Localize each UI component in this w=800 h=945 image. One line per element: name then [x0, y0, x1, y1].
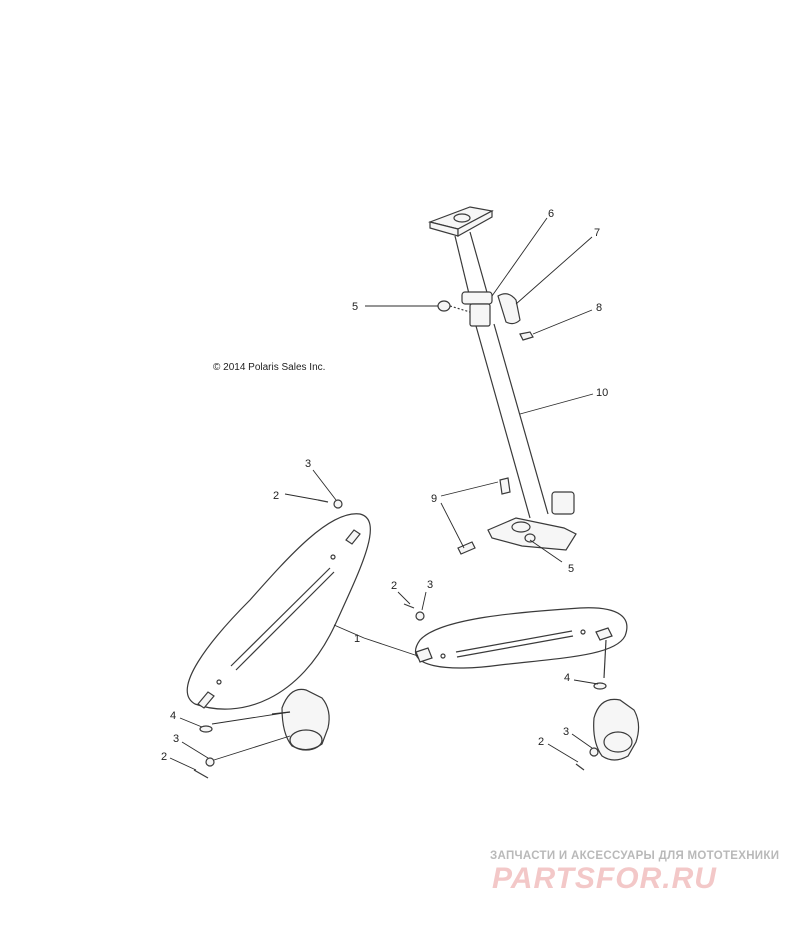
callout-9: 9 [431, 493, 437, 505]
callout-5-bottom: 5 [568, 563, 574, 575]
callout-1: 1 [354, 633, 360, 645]
nut-icon [205, 757, 215, 767]
pin-icon [519, 331, 534, 341]
leader-lines [169, 217, 599, 771]
cotter-pin-icon [193, 769, 209, 779]
right-steering-knuckle [593, 698, 640, 761]
steering-column [427, 206, 577, 551]
left-tie-rod-assembly [186, 499, 371, 710]
washer-icon [593, 682, 607, 690]
clamp-bracket [497, 293, 521, 325]
callout-4-left: 4 [170, 710, 176, 722]
callout-3-right: 3 [563, 726, 569, 738]
callout-2-left: 2 [161, 751, 167, 763]
flange-nut-icon [437, 300, 451, 312]
nut-icon [415, 611, 425, 621]
callout-3-top-left: 3 [305, 458, 311, 470]
callout-2-right: 2 [538, 736, 544, 748]
washer-icon [199, 725, 213, 733]
left-group-outline [186, 513, 371, 710]
watermark-tagline: ЗАПЧАСТИ И АКСЕССУАРЫ ДЛЯ МОТОТЕХНИКИ [490, 850, 780, 862]
tie-rod-end-icon [197, 691, 215, 709]
bolt-icon [499, 477, 511, 495]
callout-2-top-left: 2 [273, 490, 279, 502]
callout-5-top: 5 [352, 301, 358, 313]
callout-4-right: 4 [564, 672, 570, 684]
callout-7: 7 [594, 227, 600, 239]
lower-left-fasteners [193, 725, 215, 779]
tie-rod-end-icon [595, 627, 613, 641]
cotter-pin-icon [575, 763, 585, 771]
column-fasteners [437, 300, 536, 555]
callout-10: 10 [596, 387, 608, 399]
callout-3-middle: 3 [427, 579, 433, 591]
callout-6: 6 [548, 208, 554, 220]
bolt-icon [457, 541, 476, 555]
right-group-outline [414, 607, 628, 669]
tie-rod-end-icon [415, 647, 433, 663]
left-steering-knuckle [271, 688, 330, 751]
column-clamp [461, 291, 493, 305]
callout-2-middle: 2 [391, 580, 397, 592]
nut-icon [589, 747, 599, 757]
nut-icon [333, 499, 343, 509]
right-tie-rod-assembly [403, 603, 628, 679]
copyright-notice: © 2014 Polaris Sales Inc. [213, 362, 326, 373]
callout-labels: 5 6 7 8 10 9 5 3 2 1 2 3 4 3 2 4 3 2 [161, 208, 608, 763]
lower-right-fasteners [575, 682, 607, 771]
tie-rod-end-icon [345, 529, 361, 545]
callout-3-left: 3 [173, 733, 179, 745]
callout-8: 8 [596, 302, 602, 314]
watermark-logo: PARTSFOR.RU [492, 862, 717, 895]
